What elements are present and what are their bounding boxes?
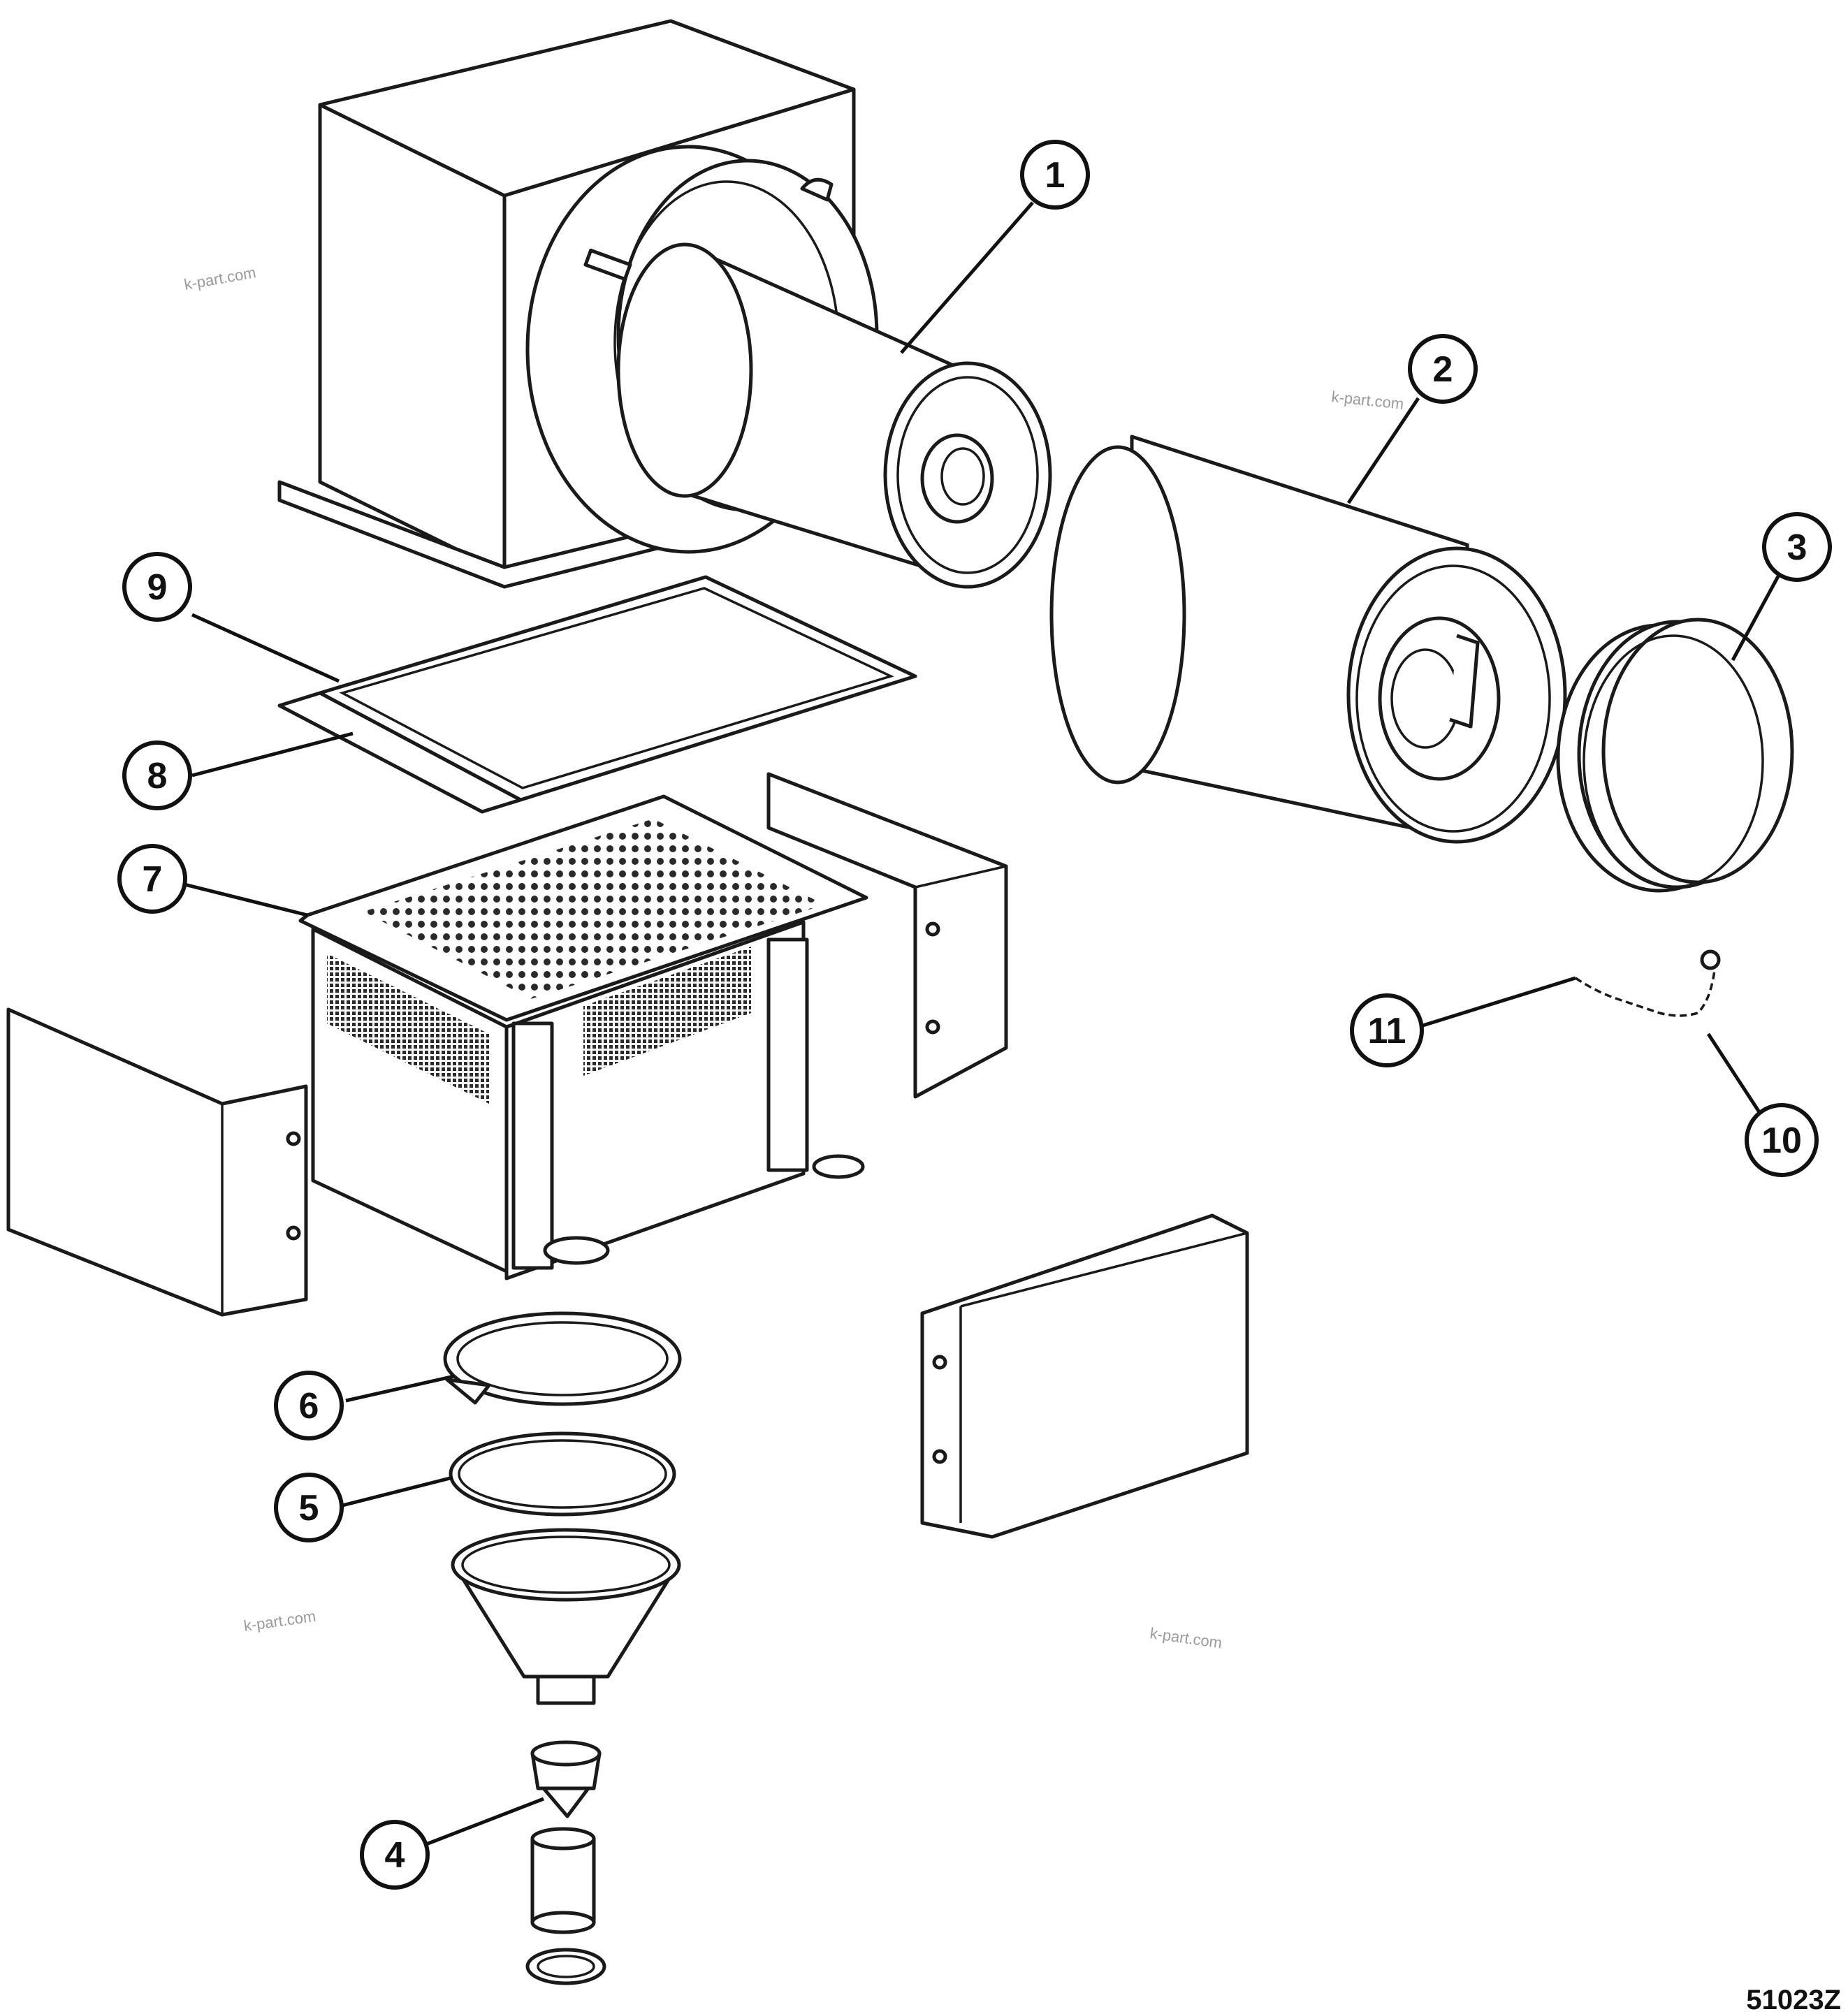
- seal-ring: [449, 1431, 676, 1517]
- watermark-2: k-part.com: [1330, 388, 1404, 413]
- callout-2-label: 2: [1433, 349, 1453, 390]
- secondary-filter-element: [1049, 435, 1567, 844]
- callout-7-label: 7: [143, 859, 163, 900]
- callout-7: 7: [117, 844, 187, 914]
- callout-1-label: 1: [1045, 155, 1065, 196]
- callout-6: 6: [274, 1371, 344, 1440]
- evacuator-valve: [530, 1740, 602, 1818]
- side-panel-right-upper: [766, 772, 1008, 1099]
- watermark-4: k-part.com: [1149, 1624, 1223, 1651]
- precleaner-assembly: [298, 794, 868, 1280]
- callout-11-label: 11: [1368, 1011, 1406, 1051]
- watermark-1: k-part.com: [183, 263, 258, 293]
- primary-filter-element: [616, 242, 1052, 589]
- callout-8: 8: [122, 740, 192, 810]
- callout-3: 3: [1762, 512, 1832, 582]
- callout-9-label: 9: [147, 567, 168, 608]
- callout-9: 9: [122, 552, 192, 622]
- callout-5-label: 5: [299, 1488, 319, 1528]
- callout-4: 4: [360, 1820, 430, 1890]
- callout-4-label: 4: [385, 1835, 405, 1876]
- watermark-3: k-part.com: [242, 1607, 317, 1635]
- hose: [530, 1827, 596, 1934]
- callout-10: 10: [1745, 1103, 1819, 1177]
- retaining-chain: [1575, 949, 1721, 1017]
- hose-clamp: [525, 1948, 606, 1985]
- callout-2: 2: [1408, 334, 1478, 404]
- end-cap: [1556, 618, 1794, 893]
- side-panel-right-lower: [920, 1213, 1249, 1539]
- dust-cup: [451, 1528, 681, 1705]
- leader-lines: [181, 201, 1780, 1846]
- callout-1: 1: [1020, 140, 1090, 210]
- callout-6-label: 6: [299, 1386, 319, 1426]
- clamp-ring: [443, 1311, 682, 1406]
- callout-5: 5: [274, 1473, 344, 1542]
- callout-8-label: 8: [147, 756, 168, 796]
- callout-11: 11: [1350, 993, 1424, 1067]
- callout-10-label: 10: [1761, 1121, 1802, 1161]
- callout-3-label: 3: [1787, 527, 1807, 568]
- gasket-plates: [277, 575, 917, 814]
- side-panel-left: [6, 1007, 308, 1317]
- figure-code: 51023Z: [1746, 1985, 1841, 2014]
